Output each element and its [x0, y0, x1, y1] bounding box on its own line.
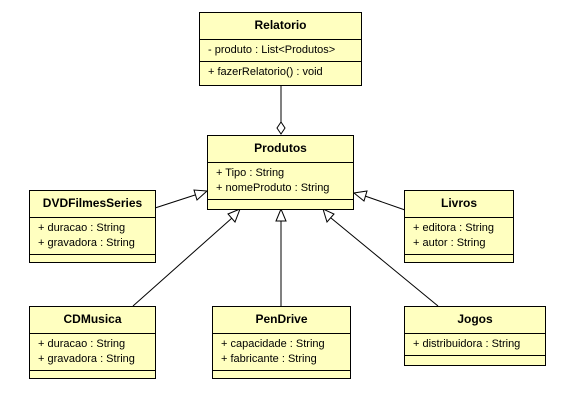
attribute-row: + distribuidora : String: [413, 338, 521, 350]
class-dvdfilmesseries[interactable]: DVDFilmesSeries + duracao : String + gra…: [29, 190, 156, 263]
operation-section: + fazerRelatorio() : void: [200, 62, 361, 83]
generalization-line-jogos: [330, 217, 439, 307]
operation-row: + fazerRelatorio() : void: [208, 66, 323, 78]
generalization-line-livros: [364, 195, 406, 211]
class-name: Produtos: [208, 136, 353, 163]
attribute-section: + duracao : String + gravadora : String: [30, 218, 155, 255]
attribute-section: - produto : List<Produtos>: [200, 40, 361, 62]
operation-section: [30, 371, 155, 377]
class-name: Livros: [405, 191, 513, 218]
generalization-arrow-dvdfilmesseries: [193, 189, 209, 201]
attribute-row: + fabricante : String: [221, 353, 317, 365]
class-name: Relatorio: [200, 13, 361, 40]
generalization-line-cdmusica: [132, 217, 233, 307]
operation-section: [405, 255, 513, 261]
attribute-row: - produto : List<Produtos>: [208, 44, 336, 56]
class-name: Jogos: [405, 307, 545, 334]
generalization-arrow-pendrive: [275, 207, 287, 222]
attribute-row: + gravadora : String: [38, 353, 135, 365]
class-jogos[interactable]: Jogos + distribuidora : String: [404, 306, 546, 366]
generalization-arrow-jogos: [322, 208, 335, 224]
attribute-section: + Tipo : String + nomeProduto : String: [208, 163, 353, 200]
generalization-line-dvdfilmesseries: [154, 194, 196, 209]
attribute-row: + Tipo : String: [216, 167, 285, 179]
attribute-row: + capacidade : String: [221, 338, 325, 350]
class-produtos[interactable]: Produtos + Tipo : String + nomeProduto :…: [207, 135, 354, 210]
attribute-section: + distribuidora : String: [405, 334, 545, 356]
attribute-row: + duracao : String: [38, 222, 126, 234]
attribute-row: + nomeProduto : String: [216, 182, 330, 194]
class-livros[interactable]: Livros + editora : String + autor : Stri…: [404, 190, 514, 263]
operation-section: [213, 371, 350, 377]
aggregation-diamond: [276, 121, 286, 135]
class-pendrive[interactable]: PenDrive + capacidade : String + fabrica…: [212, 306, 351, 379]
attribute-row: + duracao : String: [38, 338, 126, 350]
operation-section: [30, 255, 155, 261]
class-name: DVDFilmesSeries: [30, 191, 155, 218]
attribute-row: + autor : String: [413, 237, 486, 249]
attribute-row: + editora : String: [413, 222, 495, 234]
attribute-row: + gravadora : String: [38, 237, 135, 249]
attribute-section: + duracao : String + gravadora : String: [30, 334, 155, 371]
attribute-section: + capacidade : String + fabricante : Str…: [213, 334, 350, 371]
class-name: PenDrive: [213, 307, 350, 334]
class-relatorio[interactable]: Relatorio - produto : List<Produtos> + f…: [199, 12, 362, 86]
class-cdmusica[interactable]: CDMusica + duracao : String + gravadora …: [29, 306, 156, 379]
attribute-section: + editora : String + autor : String: [405, 218, 513, 255]
generalization-arrow-livros: [352, 190, 368, 202]
generalization-arrow-cdmusica: [227, 208, 241, 223]
class-name: CDMusica: [30, 307, 155, 334]
operation-section: [208, 200, 353, 206]
operation-section: [405, 356, 545, 362]
